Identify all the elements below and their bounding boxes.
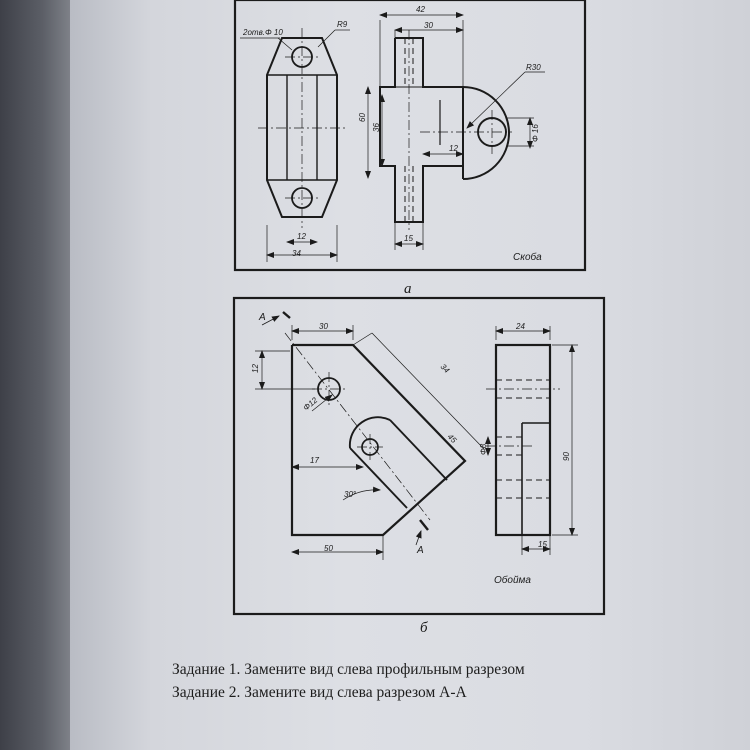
book-spine-shadow: [0, 0, 70, 750]
dim-90-label: 90: [562, 452, 571, 461]
figure-a-left-view: [240, 28, 350, 262]
dim-30-label: 30: [424, 21, 433, 30]
dim-15-label: 15: [404, 234, 413, 243]
dim-50-label: 50: [324, 544, 333, 553]
dim-36-label: 36: [372, 123, 381, 132]
dim-phi12-label: Φ12: [302, 395, 320, 412]
figure-a-caption: а: [404, 281, 412, 297]
task-2-text: Задание 2. Замените вид слева разрезом А…: [172, 684, 467, 701]
dim-12-mid-label: 12: [449, 144, 458, 153]
figure-b-title: Обойма: [494, 574, 531, 586]
dim-r9-label: R9: [337, 20, 348, 29]
figure-b-front-view: [255, 311, 485, 560]
section-a-bottom-label: A: [416, 545, 424, 556]
dim-34-label: 34: [439, 362, 452, 375]
dim-r30-label: R30: [526, 63, 541, 72]
figure-a-frame: [233, 0, 587, 272]
task-1-text: Задание 1. Замените вид слева профильным…: [172, 661, 525, 678]
figure-a-labels: 2отв.Φ 10 R9 42 30 R30 60 36 12 Φ 16 12 …: [242, 5, 542, 297]
dim-angle-30-label: 30°: [344, 490, 357, 499]
figure-b-drawing: [232, 296, 606, 616]
figure-b-labels: A 30 12 34 Φ12 45 17 30° 50 A 24 Φ8 90 1…: [251, 312, 571, 636]
figure-a-right-view: [365, 12, 545, 250]
figure-a-drawing: [233, 0, 587, 272]
dim-phi8-label: Φ8: [479, 443, 488, 455]
dim-16-label: Φ 16: [531, 124, 540, 142]
dim-42-label: 42: [416, 5, 425, 14]
figure-a-title: Скоба: [513, 251, 542, 263]
dim-24-label: 24: [515, 322, 525, 331]
dim-holes-label: 2отв.Φ 10: [242, 28, 283, 37]
dim-34-label: 34: [292, 249, 301, 258]
dim-12-label: 12: [251, 364, 260, 373]
figure-b-side-view: [485, 326, 578, 555]
dim-12-bottom-label: 12: [297, 232, 306, 241]
figure-b-frame: [232, 296, 606, 616]
dim-30-label: 30: [319, 322, 328, 331]
dim-60-label: 60: [358, 113, 367, 122]
dim-15-label: 15: [538, 540, 547, 549]
figure-b-caption: б: [420, 620, 428, 636]
dim-17-label: 17: [310, 456, 319, 465]
section-a-top-label: A: [258, 312, 266, 323]
textbook-page: [70, 0, 750, 750]
